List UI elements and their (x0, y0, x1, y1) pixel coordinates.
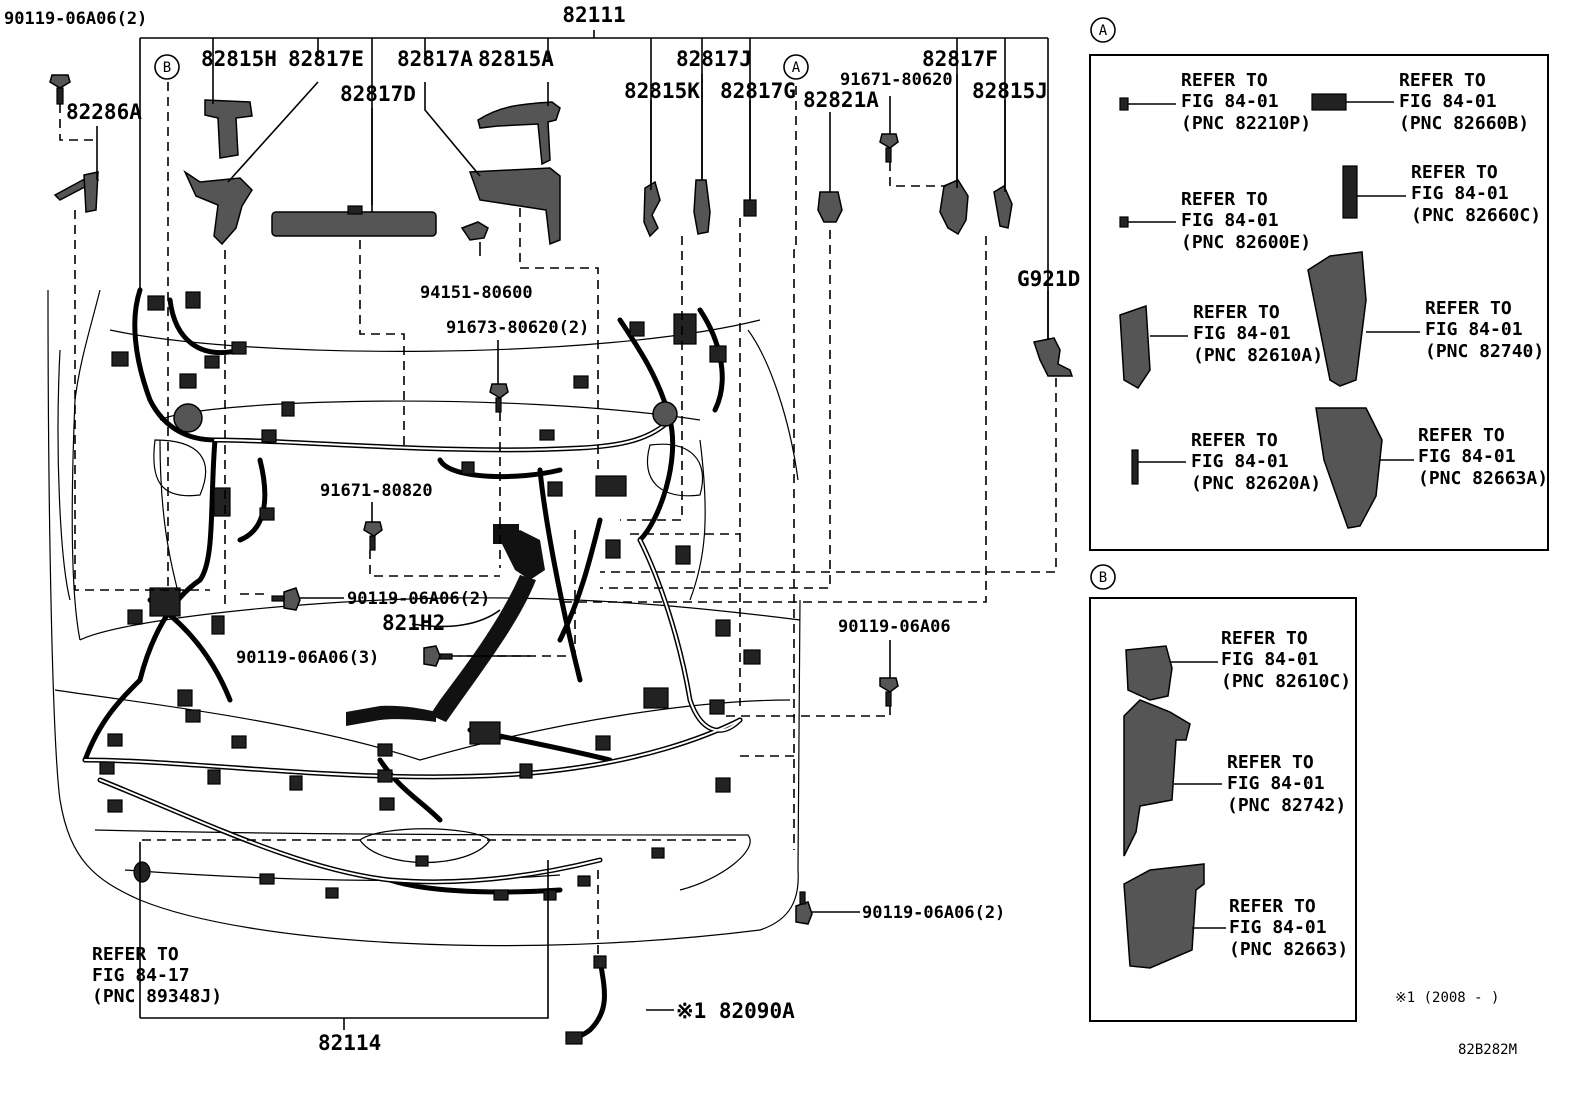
label-bolt-91673: 91673-80620(2) (446, 318, 589, 338)
label-82817F: 82817F (922, 47, 998, 71)
label-82090A: ※1 82090A (676, 999, 795, 1023)
A-item7-l3: (PNC 82620A) (1191, 473, 1321, 494)
A-item4-l2: FIG 84-01 (1411, 183, 1509, 204)
A-item1-l1: REFER TO (1181, 70, 1268, 91)
A-item4-l3: (PNC 82660C) (1411, 205, 1541, 226)
label-bolt-top-left: 90119-06A06(2) (4, 9, 147, 29)
marker-B-top: B (154, 54, 180, 80)
A-item2-l3: (PNC 82660B) (1399, 113, 1529, 134)
B-item2-l1: REFER TO (1227, 752, 1314, 773)
marker-A-top: A (783, 54, 809, 80)
B-item1-l1: REFER TO (1221, 628, 1308, 649)
label-82286A: 82286A (66, 100, 142, 124)
footnote: ※1 (2008 - ) (1395, 990, 1499, 1006)
label-bolt-91671-80820: 91671-80820 (320, 481, 433, 501)
A-item3-l2: FIG 84-01 (1181, 210, 1279, 231)
panel-A: A REFER TO FIG 84-01 (PNC 82210P) REFER … (1089, 17, 1549, 551)
label-bolt-mid-2: 90119-06A06(2) (347, 589, 490, 609)
top-component-graphics (49, 74, 1074, 1045)
A-item7-l2: FIG 84-01 (1191, 451, 1289, 472)
label-82815J: 82815J (972, 79, 1048, 103)
panel-B-marker: B (1099, 570, 1107, 586)
marker-A-top-label: A (792, 60, 801, 76)
A-item4-l1: REFER TO (1411, 162, 1498, 183)
refer-front: REFER TO FIG 84-17 (PNC 89348J) (92, 944, 222, 1007)
refer-front-l1: REFER TO (92, 944, 179, 965)
A-item3-l1: REFER TO (1181, 189, 1268, 210)
marker-B-top-label: B (163, 60, 171, 76)
A-item2-l1: REFER TO (1399, 70, 1486, 91)
label-82817E: 82817E (288, 47, 364, 71)
A-item5-l3: (PNC 82610A) (1193, 345, 1323, 366)
A-item6-l2: FIG 84-01 (1425, 319, 1523, 340)
B-item1-l2: FIG 84-01 (1221, 649, 1319, 670)
B-item1-l3: (PNC 82610C) (1221, 671, 1351, 692)
label-bolt-right: 90119-06A06 (838, 617, 951, 637)
refer-front-l2: FIG 84-17 (92, 965, 190, 986)
A-item6-l1: REFER TO (1425, 298, 1512, 319)
label-82815K: 82815K (624, 79, 700, 103)
A-item6-l3: (PNC 82740) (1425, 341, 1544, 362)
A-item1-l2: FIG 84-01 (1181, 91, 1279, 112)
bolt-top-left-icon (49, 74, 71, 105)
label-bolt-91671-80620: 91671-80620 (840, 70, 953, 90)
sub-harness-821H2-graphic (346, 524, 545, 726)
label-82817G: 82817G (720, 79, 796, 103)
B-item3-l1: REFER TO (1229, 896, 1316, 917)
label-82821A: 82821A (803, 88, 879, 112)
label-82815H: 82815H (201, 47, 277, 71)
B-item3-l2: FIG 84-01 (1229, 917, 1327, 938)
label-82815A: 82815A (478, 47, 554, 71)
A-item2-l2: FIG 84-01 (1399, 91, 1497, 112)
refer-front-l3: (PNC 89348J) (92, 986, 222, 1007)
A-item8-l1: REFER TO (1418, 425, 1505, 446)
A-item7-l1: REFER TO (1191, 430, 1278, 451)
panel-A-marker: A (1099, 23, 1108, 39)
label-821H2: 821H2 (382, 611, 445, 635)
B-item2-l2: FIG 84-01 (1227, 773, 1325, 794)
leader-lines (59, 74, 1057, 1030)
label-bolt-bottom-right: 90119-06A06(2) (862, 903, 1005, 923)
A-item3-l3: (PNC 82600E) (1181, 232, 1311, 253)
label-82111: 82111 (562, 3, 625, 27)
A-item8-l3: (PNC 82663A) (1418, 468, 1548, 489)
label-82817A: 82817A (397, 47, 473, 71)
label-82114: 82114 (318, 1031, 381, 1055)
label-G921D: G921D (1017, 267, 1080, 291)
A-item5-l1: REFER TO (1193, 302, 1280, 323)
label-82817D: 82817D (340, 82, 416, 106)
label-nut-94151: 94151-80600 (420, 283, 533, 303)
harness-connectors (99, 291, 761, 901)
panel-B: B REFER TO FIG 84-01 (PNC 82610C) REFER … (1089, 564, 1357, 1022)
label-82817J: 82817J (676, 47, 752, 71)
B-item2-l3: (PNC 82742) (1227, 795, 1346, 816)
label-bolt-mid-3: 90119-06A06(3) (236, 648, 379, 668)
A-item8-l2: FIG 84-01 (1418, 446, 1516, 467)
A-item1-l3: (PNC 82210P) (1181, 113, 1311, 134)
B-item3-l3: (PNC 82663) (1229, 939, 1348, 960)
A-item5-l2: FIG 84-01 (1193, 323, 1291, 344)
diagram-code: 82B282M (1458, 1042, 1517, 1058)
